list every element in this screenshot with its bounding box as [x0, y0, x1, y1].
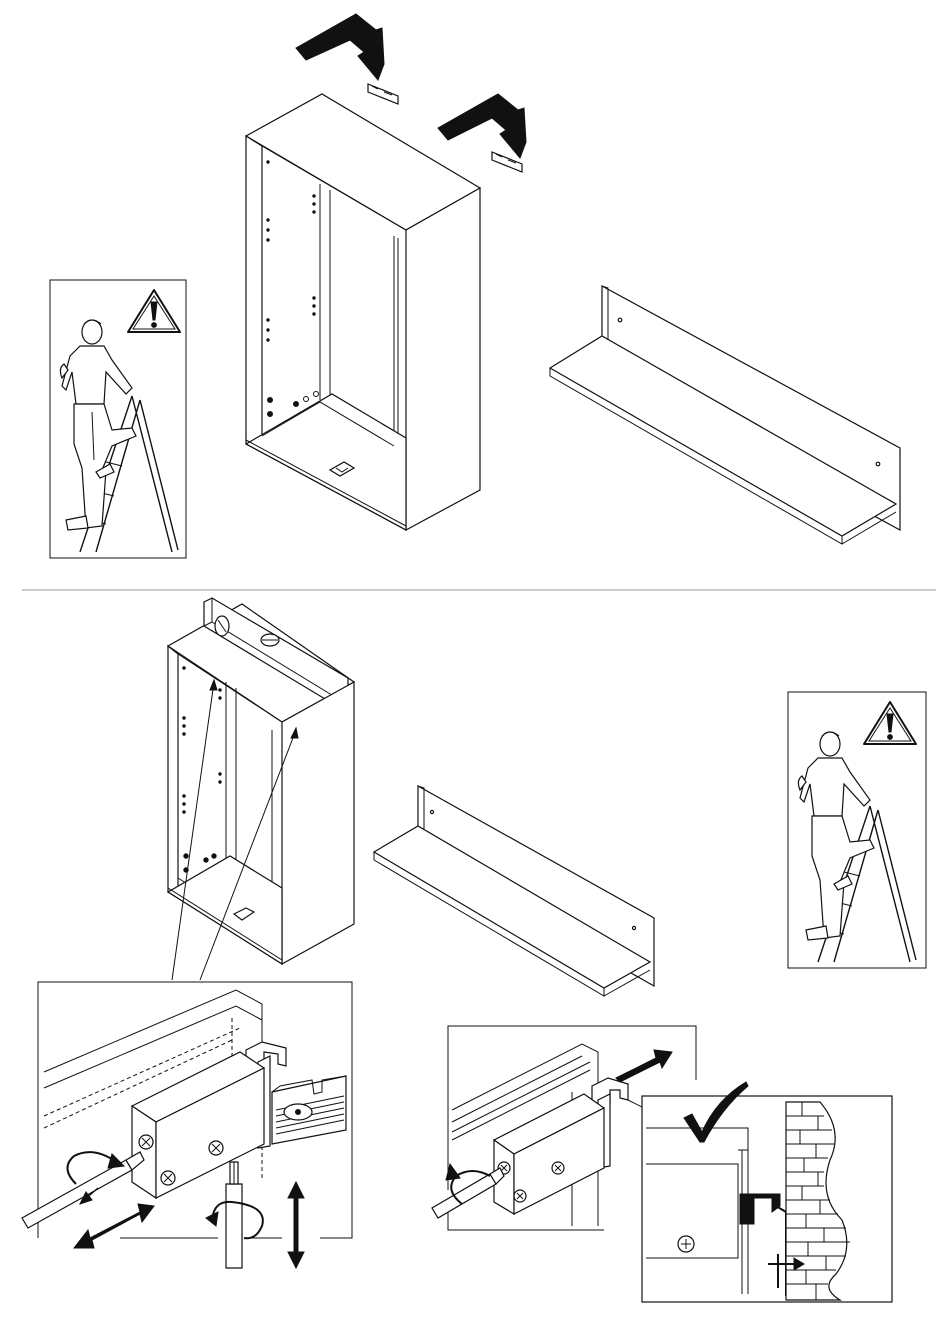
- step-2: [22, 598, 926, 1302]
- double-arrow-icon: [288, 1182, 304, 1268]
- cabinet-with-level-illustration: [168, 598, 354, 980]
- step-1: [50, 14, 900, 558]
- cabinet-illustration: [246, 94, 480, 530]
- adjustment-screw-icon: [139, 1135, 153, 1149]
- adjustment-screw-icon: [161, 1171, 175, 1185]
- worker-on-ladder-illustration: [60, 320, 178, 552]
- warning-triangle-icon: [864, 702, 916, 744]
- screwdriver-icon: [432, 1168, 504, 1218]
- warning-triangle-icon: [128, 290, 180, 332]
- shelf-pin-holes: [267, 161, 319, 417]
- wall-bracket-left: [368, 84, 398, 104]
- hanger-adjustment-detail: [22, 982, 352, 1268]
- cabinet-hanger-box: [132, 1052, 264, 1198]
- down-arrow-icon: [438, 94, 526, 158]
- warning-panel-ladder: [50, 280, 186, 558]
- worker-on-ladder-illustration: [798, 732, 916, 962]
- screwdriver-icon: [226, 1162, 242, 1268]
- wall-mounting-detail: [642, 1082, 892, 1302]
- wall-shelf: [374, 786, 654, 996]
- down-arrow-icon: [296, 14, 384, 80]
- warning-panel-ladder: [788, 692, 926, 968]
- right-arrow-icon: [616, 1050, 672, 1082]
- adjustment-screw-icon: [552, 1162, 564, 1174]
- adjustment-screw-icon: [678, 1236, 694, 1252]
- double-arrow-icon: [74, 1204, 154, 1248]
- adjustment-screw-icon: [514, 1190, 526, 1202]
- wall-shelf: [550, 286, 900, 544]
- adjustment-screw-icon: [209, 1141, 223, 1155]
- wall-rail: [272, 1076, 346, 1144]
- cabinet-hanger-box: [494, 1094, 604, 1214]
- screwdriver-icon: [22, 1152, 144, 1228]
